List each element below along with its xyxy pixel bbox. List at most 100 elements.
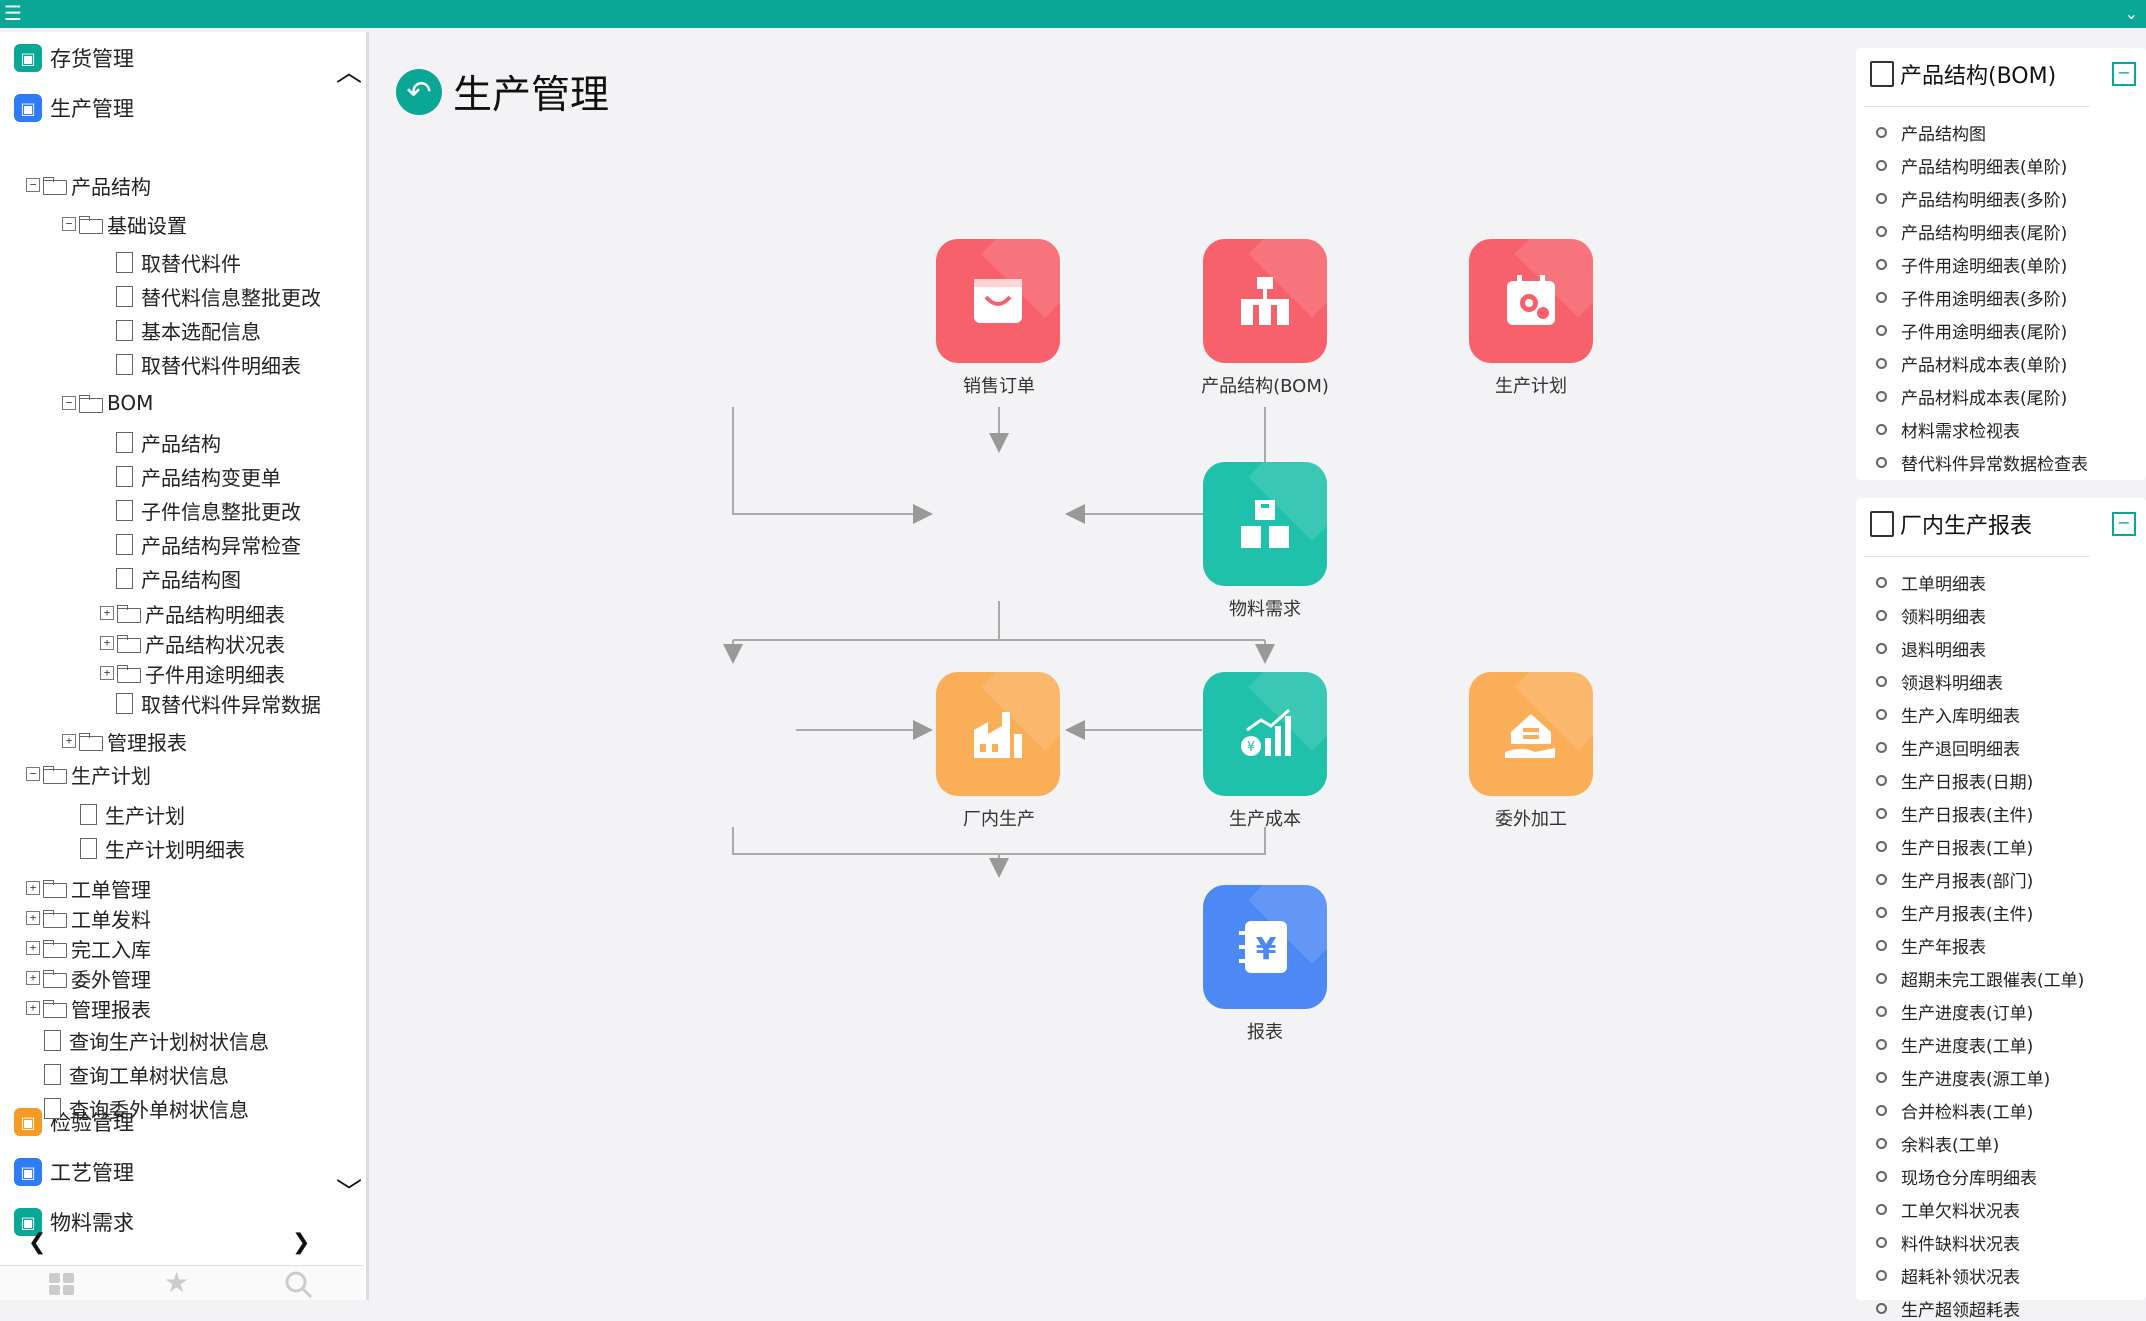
report-link[interactable]: 生产日报表(主件) (1876, 801, 2033, 826)
sales-order-tile[interactable] (936, 239, 1060, 363)
scroll-right-icon[interactable]: ❯ (292, 1230, 311, 1255)
report-link[interactable]: 产品材料成本表(单阶) (1876, 351, 2067, 376)
report-link[interactable]: 工单欠料状况表 (1876, 1197, 2020, 1222)
tree-leaf[interactable]: 取替代料件 (116, 247, 241, 277)
tree-leaf[interactable]: 生产计划 (80, 799, 185, 829)
tree-leaf[interactable]: 产品结构异常检查 (116, 529, 301, 559)
scroll-left-icon[interactable]: ❮ (28, 1230, 47, 1255)
report-link[interactable]: 生产日报表(工单) (1876, 834, 2033, 859)
report-tile[interactable]: ¥ (1203, 885, 1327, 1009)
expand-icon[interactable]: + (100, 666, 114, 680)
report-link[interactable]: 现场仓分库明细表 (1876, 1164, 2037, 1189)
tree-leaf[interactable]: 取替代料件明细表 (116, 349, 301, 379)
expand-icon[interactable]: + (26, 971, 40, 985)
tree-folder[interactable]: −生产计划 (26, 759, 151, 789)
report-link[interactable]: 生产年报表 (1876, 933, 1986, 958)
report-link[interactable]: 替代料件异常数据检查表 (1876, 450, 2088, 475)
collapse-icon[interactable]: − (26, 178, 40, 192)
tree-leaf[interactable]: 生产计划明细表 (80, 833, 245, 863)
collapse-icon[interactable]: − (62, 217, 76, 231)
report-link[interactable]: 材料需求检视表 (1876, 417, 2020, 442)
search-icon[interactable] (284, 1270, 314, 1298)
tree-leaf[interactable]: 替代料信息整批更改 (116, 281, 321, 311)
material-demand-tile[interactable] (1203, 462, 1327, 586)
report-link[interactable]: 生产日报表(日期) (1876, 768, 2033, 793)
report-link[interactable]: 生产进度表(工单) (1876, 1032, 2033, 1057)
tree-leaf[interactable]: 产品结构变更单 (116, 461, 281, 491)
tree-folder[interactable]: +产品结构状况表 (100, 628, 285, 658)
report-link[interactable]: 料件缺料状况表 (1876, 1230, 2020, 1255)
report-link[interactable]: 超耗补领状况表 (1876, 1263, 2020, 1288)
collapse-up-icon[interactable]: ︿ (336, 58, 363, 88)
grid-icon[interactable] (48, 1272, 76, 1296)
tree-folder[interactable]: +子件用途明细表 (100, 658, 285, 688)
expand-icon[interactable]: + (26, 911, 40, 925)
report-link[interactable]: 退料明细表 (1876, 636, 1986, 661)
tree-folder[interactable]: +管理报表 (26, 993, 151, 1023)
collapse-icon[interactable]: − (26, 767, 40, 781)
tree-leaf[interactable]: 取替代料件异常数据 (116, 688, 321, 718)
tree-folder[interactable]: +工单发料 (26, 903, 151, 933)
module-factory[interactable]: ▣生产管理 (14, 90, 134, 126)
module-material[interactable]: ▣物料需求 (14, 1204, 134, 1240)
tree-folder[interactable]: +完工入库 (26, 933, 151, 963)
report-link[interactable]: 生产退回明细表 (1876, 735, 2020, 760)
report-link[interactable]: 合并检料表(工单) (1876, 1098, 2033, 1123)
tree-leaf[interactable]: 产品结构 (116, 427, 221, 457)
tree-folder[interactable]: +管理报表 (62, 726, 187, 756)
expand-icon[interactable]: + (26, 1001, 40, 1015)
tree-leaf[interactable]: 子件信息整批更改 (116, 495, 301, 525)
module-inspect[interactable]: ▣检验管理 (14, 1104, 134, 1140)
report-link[interactable]: 生产入库明细表 (1876, 702, 2020, 727)
tree-leaf[interactable]: 查询生产计划树状信息 (44, 1025, 269, 1055)
report-link[interactable]: 子件用途明细表(尾阶) (1876, 318, 2067, 343)
collapse-icon[interactable]: − (2112, 512, 2136, 536)
report-link[interactable]: 超期未完工跟催表(工单) (1876, 966, 2084, 991)
report-link[interactable]: 产品结构明细表(尾阶) (1876, 219, 2067, 244)
menu-toggle-icon[interactable]: ☰ (4, 1, 22, 25)
report-link[interactable]: 子件用途明细表(单阶) (1876, 252, 2067, 277)
tree-folder[interactable]: +委外管理 (26, 963, 151, 993)
report-link[interactable]: 生产月报表(部门) (1876, 867, 2033, 892)
report-link[interactable]: 领退料明细表 (1876, 669, 2003, 694)
chevron-down-icon[interactable]: ⌄ (2124, 4, 2138, 23)
report-link[interactable]: 生产进度表(源工单) (1876, 1065, 2050, 1090)
expand-icon[interactable]: + (100, 636, 114, 650)
report-link[interactable]: 产品材料成本表(尾阶) (1876, 384, 2067, 409)
production-plan-tile[interactable] (1469, 239, 1593, 363)
expand-icon[interactable]: + (26, 881, 40, 895)
tree-leaf[interactable]: 基本选配信息 (116, 315, 261, 345)
expand-icon[interactable]: + (26, 941, 40, 955)
report-link[interactable]: 产品结构图 (1876, 120, 1986, 145)
outsourcing-tile[interactable] (1469, 672, 1593, 796)
report-link[interactable]: 子件用途明细表(多阶) (1876, 285, 2067, 310)
module-box[interactable]: ▣存货管理 (14, 40, 134, 76)
report-link[interactable]: 领料明细表 (1876, 603, 1986, 628)
report-link[interactable]: 工单明细表 (1876, 570, 1986, 595)
report-link[interactable]: 产品结构明细表(多阶) (1876, 186, 2067, 211)
tree-leaf[interactable]: 查询委外单树状信息 (44, 1093, 249, 1123)
back-button[interactable]: ↶ (396, 69, 442, 115)
tree-leaf[interactable]: 产品结构图 (116, 563, 241, 593)
production-cost-tile[interactable]: ¥ (1203, 672, 1327, 796)
report-link-label: 材料需求检视表 (1901, 422, 2020, 442)
bom-tile[interactable] (1203, 239, 1327, 363)
in-house-production-tile[interactable] (936, 672, 1060, 796)
report-link[interactable]: 余料表(工单) (1876, 1131, 1999, 1156)
collapse-icon[interactable]: − (2112, 62, 2136, 86)
tree-folder[interactable]: −基础设置 (62, 209, 187, 239)
tree-folder[interactable]: +工单管理 (26, 873, 151, 903)
tree-folder[interactable]: −产品结构 (26, 170, 151, 200)
expand-icon[interactable]: + (100, 606, 114, 620)
tree-folder[interactable]: +产品结构明细表 (100, 598, 285, 628)
module-process[interactable]: ▣工艺管理 (14, 1154, 134, 1190)
report-link[interactable]: 生产月报表(主件) (1876, 900, 2033, 925)
collapse-icon[interactable]: − (62, 396, 76, 410)
tree-folder[interactable]: −BOM (62, 388, 153, 418)
report-link[interactable]: 产品结构明细表(单阶) (1876, 153, 2067, 178)
star-icon[interactable]: ★ (164, 1266, 190, 1299)
expand-down-icon[interactable]: ﹀ (336, 1178, 363, 1208)
expand-icon[interactable]: + (62, 734, 76, 748)
tree-leaf[interactable]: 查询工单树状信息 (44, 1059, 229, 1089)
report-link[interactable]: 生产进度表(订单) (1876, 999, 2033, 1024)
